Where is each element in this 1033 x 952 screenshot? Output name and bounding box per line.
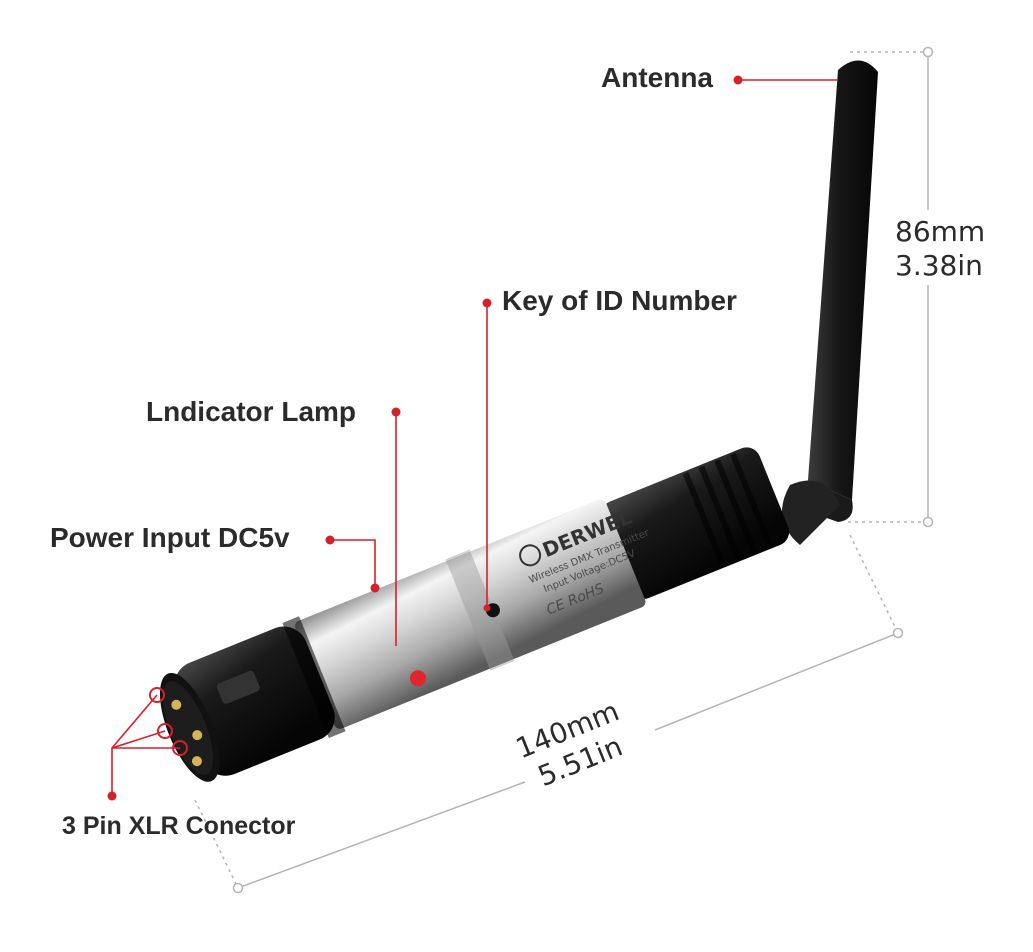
indicator-lamp-label: Lndicator Lamp bbox=[146, 396, 357, 427]
dimension-lines bbox=[194, 46, 934, 894]
height-in: 3.38in bbox=[895, 249, 983, 282]
xlr-pins bbox=[171, 699, 203, 767]
antenna-part bbox=[782, 60, 878, 545]
xlr-connector-label: 3 Pin XLR Conector bbox=[62, 812, 296, 840]
height-dimension: 86mm 3.38in bbox=[895, 215, 985, 283]
antenna-label: Antenna bbox=[601, 62, 713, 93]
height-mm: 86mm bbox=[895, 215, 986, 248]
device-body: DERWEL Wireless DMX Transmitter Input Vo… bbox=[159, 447, 790, 782]
callout-dots bbox=[107, 75, 743, 801]
power-input-label: Power Input DC5v bbox=[50, 522, 290, 553]
callout-lines bbox=[111, 79, 838, 795]
key-id-label: Key of ID Number bbox=[502, 285, 737, 316]
